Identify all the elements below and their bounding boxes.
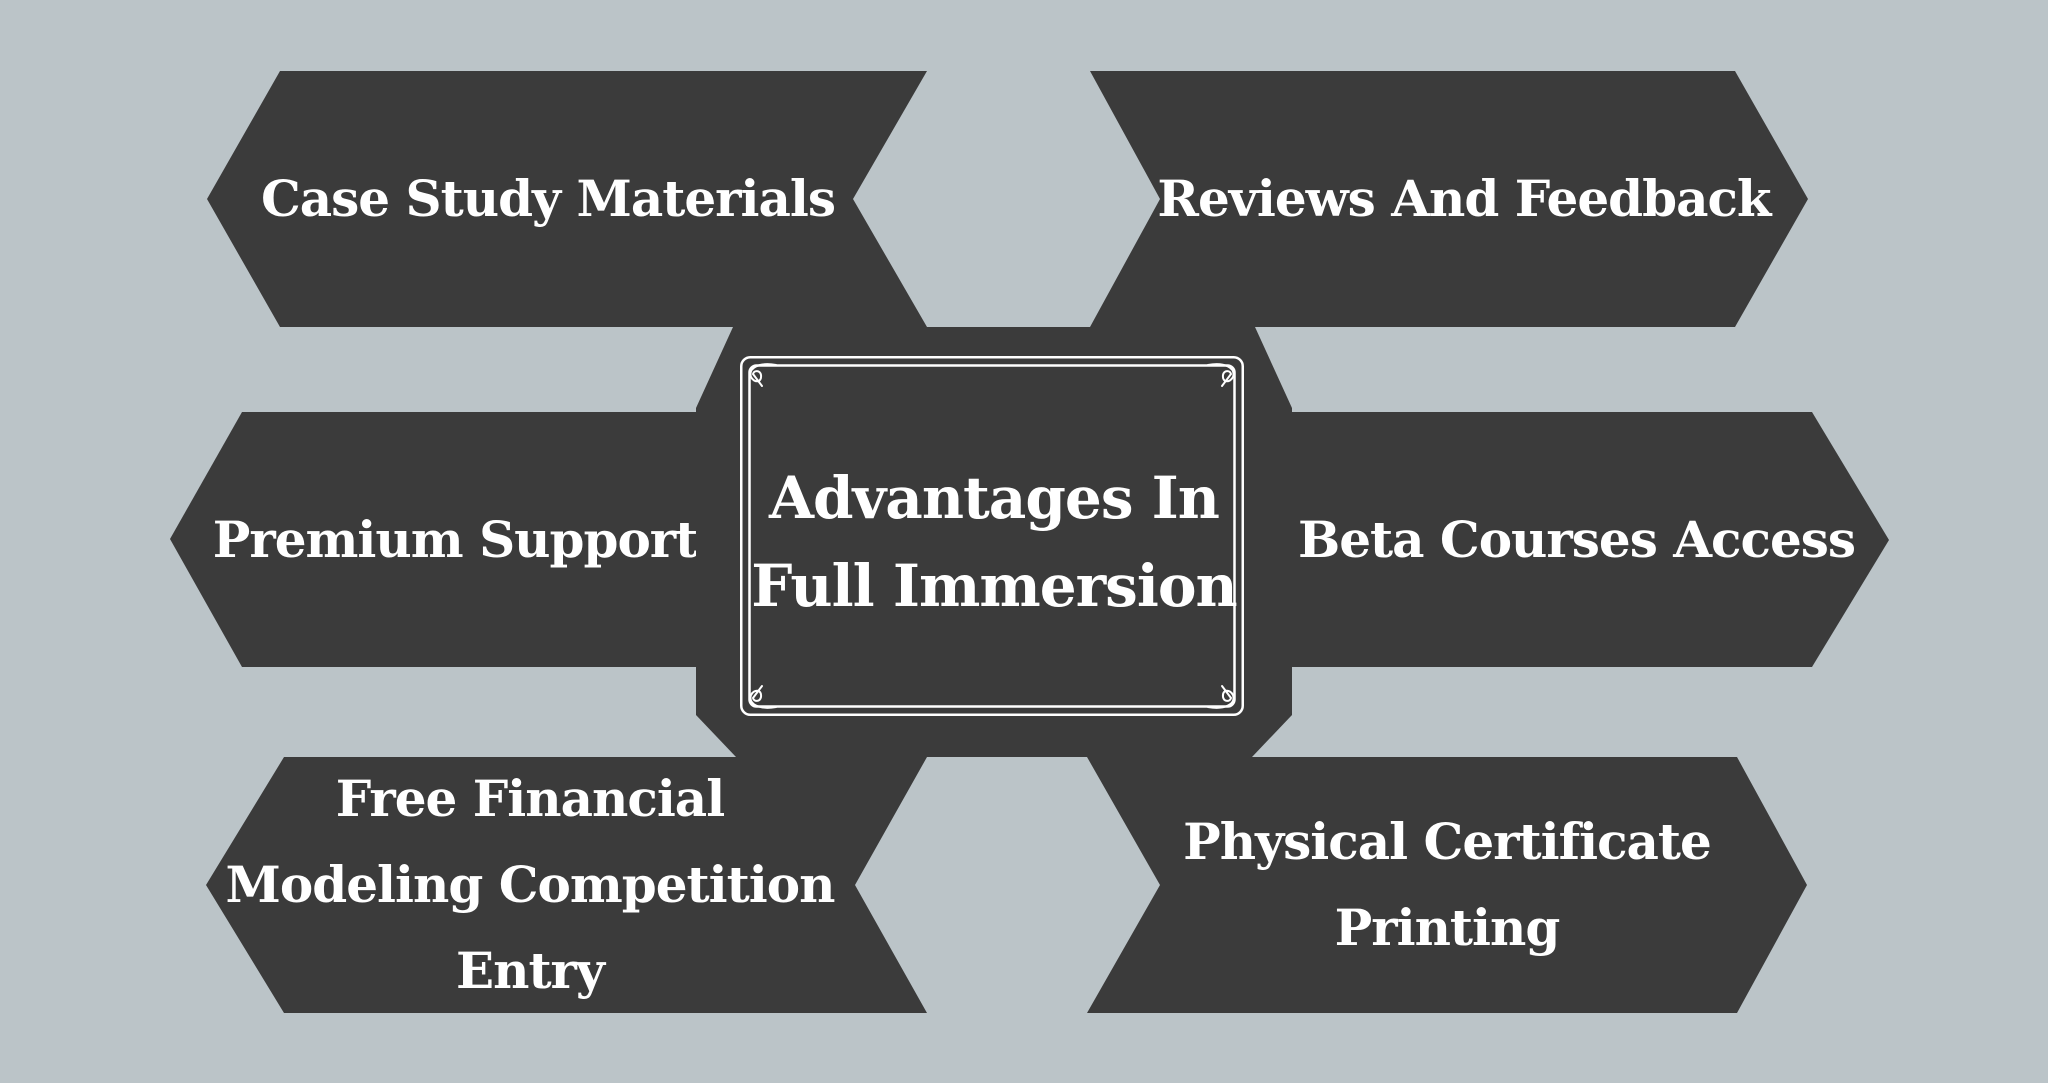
banner-label: Beta Courses Access <box>1284 497 1856 583</box>
banner-label: Reviews And Feedback <box>1127 156 1771 242</box>
frame-inner-line <box>748 364 1236 708</box>
banner-label-line: Premium Support <box>212 509 698 569</box>
banner-label-line: Printing <box>1334 898 1561 957</box>
center-box: Advantages In Full Immersion <box>696 327 1292 757</box>
center-title-line: Advantages In <box>769 464 1220 532</box>
banner-label-line: Modeling Competition <box>225 855 836 914</box>
banner-label-line: Beta Courses Access <box>1297 509 1856 569</box>
banner-free-financial-modeling-competition-entry: Free Financial Modeling Competition Entr… <box>206 757 927 1013</box>
decorative-frame <box>740 356 1244 716</box>
banner-label-line: Entry <box>456 941 605 1000</box>
banner-label: Premium Support <box>213 497 698 583</box>
banner-label: Free Financial Modeling Competition Entr… <box>225 757 908 1013</box>
banner-premium-support: Premium Support <box>170 412 740 667</box>
banner-label: Physical Certificate Printing <box>1183 799 1712 971</box>
banner-reviews-and-feedback: Reviews And Feedback <box>1090 71 1808 327</box>
banner-label-line: Physical Certificate <box>1183 812 1712 871</box>
banner-label-line: Free Financial <box>335 769 725 828</box>
center-title: Advantages In Full Immersion <box>696 327 1292 757</box>
banner-label: Case Study Materials <box>261 156 873 242</box>
center-title-line: Full Immersion <box>751 552 1237 620</box>
frame-outer-line <box>740 356 1244 716</box>
banner-label-line: Reviews And Feedback <box>1157 169 1771 228</box>
banner-physical-certificate-printing: Physical Certificate Printing <box>1087 757 1807 1013</box>
banner-case-study-materials: Case Study Materials <box>207 71 927 327</box>
banner-beta-courses-access: Beta Courses Access <box>1250 412 1889 667</box>
banner-label-line: Case Study Materials <box>260 169 836 228</box>
